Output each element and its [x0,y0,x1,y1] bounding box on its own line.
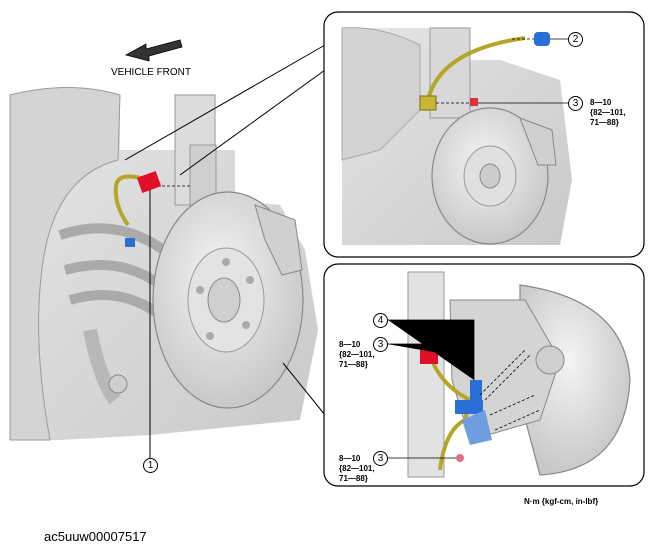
detail-box-top [323,11,645,258]
torque-line-3: 71—88} [339,474,368,483]
callout-3-mid: 3 [373,337,388,352]
vehicle-front-label: VEHICLE FRONT [111,67,192,78]
torque-spec-top: 8—10 {82—101, 71—88} [590,98,626,128]
torque-line-1: 8—10 [339,340,361,349]
detail-box-bottom [323,263,645,487]
callout-4: 4 [373,313,388,328]
torque-spec-bottom: 8—10 {82—101, 71—88} [339,454,375,484]
torque-line-2: {82—101, [339,350,375,359]
torque-line-3: 71—88} [339,360,368,369]
callout-3-top: 3 [568,96,583,111]
main-view [9,87,318,441]
callout-1: 1 [143,458,158,473]
torque-line-2: {82—101, [590,108,626,117]
units-note: N·m {kgf-cm, in-lbf} [524,497,599,506]
callout-2: 2 [568,32,583,47]
vehicle-front-arrow [124,39,183,62]
torque-line-3: 71—88} [590,118,619,127]
callout-3-bottom: 3 [373,451,388,466]
torque-line-1: 8—10 [339,454,361,463]
torque-line-2: {82—101, [339,464,375,473]
torque-line-1: 8—10 [590,98,612,107]
figure-id: ac5uuw00007517 [44,529,147,544]
torque-spec-mid: 8—10 {82—101, 71—88} [339,340,375,370]
